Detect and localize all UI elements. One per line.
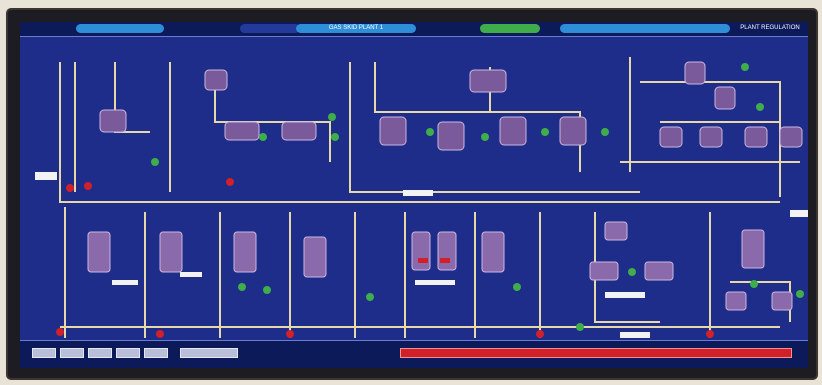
vessel	[159, 231, 183, 273]
vessel	[303, 236, 327, 278]
nav-pill-left[interactable]	[76, 24, 164, 33]
vessel-group-bottom	[87, 221, 793, 311]
vessel	[779, 126, 803, 148]
valve	[66, 184, 74, 192]
vessel	[437, 121, 465, 151]
valve	[796, 290, 804, 298]
valve	[628, 268, 636, 276]
nav-button-1[interactable]	[32, 348, 56, 358]
vessel	[604, 221, 628, 241]
bottom-toolbar	[20, 340, 808, 368]
vessel	[224, 121, 260, 141]
label-plate	[605, 292, 645, 298]
vessel	[741, 229, 765, 269]
alarm-indicator	[440, 258, 450, 263]
vessel	[204, 69, 228, 91]
valve	[56, 328, 64, 336]
vessel	[499, 116, 527, 146]
vessel	[771, 291, 793, 311]
valve	[151, 158, 159, 166]
valve	[601, 128, 609, 136]
label-plate	[112, 280, 138, 285]
alarm-indicators	[418, 258, 450, 263]
valve	[481, 133, 489, 141]
valve	[331, 133, 339, 141]
vessel	[744, 126, 768, 148]
label-plate	[180, 272, 202, 277]
valve	[426, 128, 434, 136]
nav-button-3[interactable]	[88, 348, 112, 358]
vessel-group-top	[99, 61, 803, 151]
label-plates	[35, 172, 808, 338]
label-plate	[790, 210, 808, 217]
vessel	[714, 86, 736, 110]
valve	[84, 182, 92, 190]
header-right-label: PLANT REGULATION	[740, 25, 800, 31]
vessel	[233, 231, 257, 273]
scada-screen: GAS SKID PLANT 1 PLANT REGULATION	[20, 22, 808, 368]
valve	[156, 330, 164, 338]
vessel	[469, 69, 507, 93]
vessel	[411, 231, 431, 271]
nav-pill-mid[interactable]	[240, 24, 300, 33]
valve	[259, 133, 267, 141]
status-pill-running[interactable]	[480, 24, 540, 33]
nav-pill-right[interactable]	[560, 24, 730, 33]
alarm-indicator	[418, 258, 428, 263]
alarm-bar[interactable]	[400, 348, 792, 358]
label-plate	[620, 332, 650, 338]
vessel	[644, 261, 674, 281]
valve	[706, 330, 714, 338]
vessel	[684, 61, 706, 85]
vessel	[559, 116, 587, 146]
label-plate	[35, 172, 57, 180]
valve	[286, 330, 294, 338]
label-plate	[403, 190, 433, 196]
top-toolbar: GAS SKID PLANT 1 PLANT REGULATION	[20, 22, 808, 37]
valve	[541, 128, 549, 136]
valve	[756, 103, 764, 111]
process-diagram	[35, 57, 808, 338]
vessel	[99, 109, 127, 133]
valve	[328, 113, 336, 121]
valve	[536, 330, 544, 338]
vessel	[481, 231, 505, 273]
valve	[238, 283, 246, 291]
vessel	[589, 261, 619, 281]
nav-button-6[interactable]	[180, 348, 238, 358]
vessel	[725, 291, 747, 311]
nav-button-2[interactable]	[60, 348, 84, 358]
valves-running	[151, 63, 804, 331]
valve	[741, 63, 749, 71]
valve	[750, 280, 758, 288]
valves-alarm	[56, 178, 714, 338]
vessel	[379, 116, 407, 146]
valve	[576, 323, 584, 331]
valve	[366, 293, 374, 301]
vessel	[437, 231, 457, 271]
vessel	[87, 231, 111, 273]
label-plate	[415, 280, 455, 285]
page-title: GAS SKID PLANT 1	[296, 24, 416, 33]
valve	[226, 178, 234, 186]
nav-button-4[interactable]	[116, 348, 140, 358]
nav-button-5[interactable]	[144, 348, 168, 358]
pipe-network	[59, 57, 800, 338]
vessel	[659, 126, 683, 148]
valve	[263, 286, 271, 294]
valve	[513, 283, 521, 291]
vessel	[699, 126, 723, 148]
vessel	[281, 121, 317, 141]
